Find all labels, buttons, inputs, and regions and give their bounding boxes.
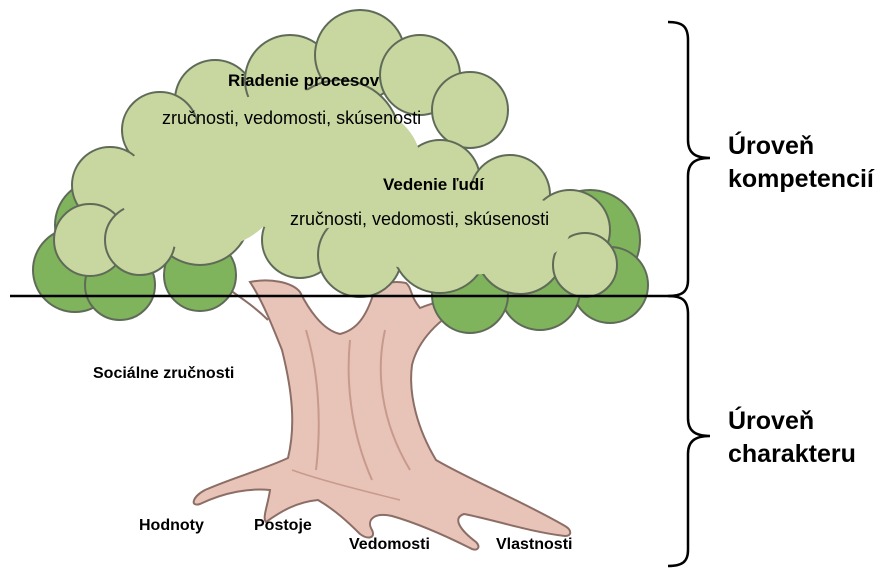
label-vlastnosti: Vlastnosti	[496, 537, 572, 553]
level-character-line2: charakteru	[728, 438, 856, 471]
label-vedomosti: Vedomosti	[349, 537, 430, 553]
label-vedenie-ludi: Vedenie ľudí	[383, 176, 484, 193]
label-riadenie-procesov: Riadenie procesov	[228, 72, 379, 89]
brace-character	[668, 296, 710, 566]
label-postoje: Postoje	[254, 518, 312, 534]
level-character-line1: Úroveň	[728, 405, 856, 438]
label-hodnoty: Hodnoty	[139, 518, 204, 534]
level-competence: Úroveň kompetencií	[728, 130, 874, 195]
label-socialne-zrucnosti: Sociálne zručnosti	[93, 366, 234, 382]
label-riadenie-skills: zručnosti, vedomosti, skúsenosti	[162, 109, 421, 127]
label-vedenie-skills: zručnosti, vedomosti, skúsenosti	[290, 210, 549, 228]
level-competence-line1: Úroveň	[728, 130, 874, 163]
level-competence-line2: kompetencií	[728, 163, 874, 196]
level-character: Úroveň charakteru	[728, 405, 856, 470]
brace-competence	[668, 22, 710, 296]
